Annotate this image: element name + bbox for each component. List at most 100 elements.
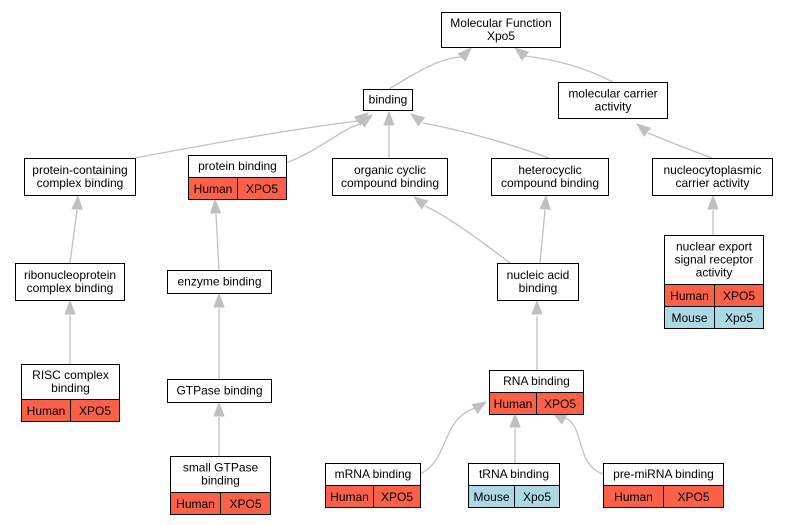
arrowhead-icon <box>213 401 225 417</box>
edge-line <box>422 122 550 159</box>
node-label: mRNA binding <box>335 467 412 481</box>
edge-organic-cyclic-compound-binding-to-binding <box>383 110 395 158</box>
node-label: pre-miRNA binding <box>613 467 714 481</box>
edge-molecular-carrier-activity-to-mf <box>513 47 614 83</box>
edge-enzyme-binding-to-protein-binding <box>209 198 222 271</box>
gene-cell <box>714 306 764 329</box>
species-label: Mouse <box>671 311 707 325</box>
edge-binding-to-mf <box>388 47 472 90</box>
edge-line <box>539 209 546 264</box>
edge-line <box>69 209 78 264</box>
arrowhead-icon <box>64 299 76 315</box>
gene-cell <box>536 392 584 415</box>
edge-protein-binding-to-binding <box>285 114 374 164</box>
species-label: Human <box>194 182 233 196</box>
arrowhead-icon <box>209 198 222 214</box>
edge-nucleocytoplasmic-carrier-activity-to-molecular-carrier-activity <box>635 123 713 159</box>
species-label: Human <box>670 289 709 303</box>
node-box <box>558 82 668 119</box>
node-label: binding <box>201 474 240 488</box>
edge-line <box>285 123 361 164</box>
node-label: heterocyclic <box>518 163 581 177</box>
edge-line <box>134 120 359 159</box>
node-label: tRNA binding <box>479 467 549 481</box>
node-box <box>664 235 764 285</box>
arrowhead-icon <box>539 194 551 210</box>
edge-heterocyclic-compound-binding-to-binding <box>409 113 550 159</box>
node-label: molecular carrier <box>568 87 657 101</box>
species-label: Human <box>614 490 653 504</box>
edge-gtpase-binding-to-enzyme-binding <box>213 292 225 379</box>
edge-small-gtpase-binding-to-gtpase-binding <box>213 401 225 456</box>
arrowhead-icon <box>357 114 374 128</box>
node-label: enzyme binding <box>177 275 261 289</box>
go-term-node-binding[interactable]: binding <box>363 89 413 111</box>
node-box <box>491 158 609 196</box>
node-label: small GTPase <box>183 461 259 475</box>
species-label: Human <box>176 497 215 511</box>
edge-nuclear-export-signal-receptor-activity-to-nucleocytoplasmic-carrier-activity <box>707 194 719 235</box>
node-label: complex binding <box>27 281 114 295</box>
node-label: Molecular Function <box>450 16 551 30</box>
node-box <box>24 158 136 196</box>
node-label: compound binding <box>501 176 599 190</box>
edge-trna-binding-to-rna-binding <box>509 412 521 463</box>
go-term-node-gtpase-binding[interactable]: GTPase binding <box>167 379 272 403</box>
node-label: binding <box>51 381 90 395</box>
graph-edges <box>64 47 719 475</box>
node-label: organic cyclic <box>354 163 426 177</box>
gene-label: XPO5 <box>677 490 709 504</box>
edge-ribonucleoprotein-complex-binding-to-protein-containing-complex-binding <box>69 194 83 264</box>
go-term-node-enzyme-binding[interactable]: enzyme binding <box>167 270 272 294</box>
node-box <box>652 158 773 196</box>
arrowhead-icon <box>71 194 83 210</box>
gene-label: Xpo5 <box>725 311 753 325</box>
species-label: Human <box>27 404 66 418</box>
arrowhead-icon <box>409 113 426 127</box>
edge-risc-complex-binding-to-ribonucleoprotein-complex-binding <box>64 299 76 364</box>
edge-protein-containing-complex-binding-to-binding <box>134 112 370 159</box>
edge-mrna-binding-to-rna-binding <box>419 401 488 475</box>
gene-cell <box>514 485 560 508</box>
species-label: Human <box>494 397 533 411</box>
node-label: nucleocytoplasmic <box>663 163 761 177</box>
gene-cell <box>373 485 421 508</box>
edge-line <box>388 56 463 90</box>
arrowhead-icon <box>513 47 530 61</box>
edge-line <box>419 407 476 475</box>
gene-cell <box>220 492 271 515</box>
node-label: nuclear export <box>676 240 753 254</box>
node-label: signal receptor <box>675 253 754 267</box>
node-label: activity <box>595 100 632 114</box>
node-box <box>497 263 579 301</box>
edge-line <box>524 55 614 83</box>
gene-cell <box>663 485 724 508</box>
arrowhead-icon <box>509 412 521 428</box>
edge-rna-binding-to-nucleic-acid-binding <box>531 299 543 370</box>
edge-pre-mirna-binding-to-rna-binding <box>551 412 604 475</box>
node-label: GTPase binding <box>176 384 262 398</box>
